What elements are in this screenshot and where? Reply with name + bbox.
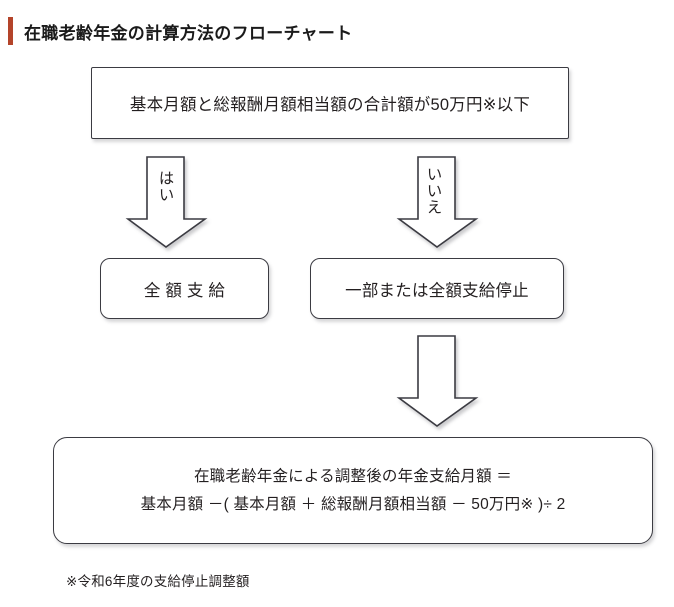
formula-line-1: 在職老齢年金による調整後の年金支給月額 ＝ <box>193 468 513 486</box>
title-accent-bar <box>8 17 13 45</box>
formula-line-2: 基本月額 －( 基本月額 ＋ 総報酬月額相当額 － 50万円※ )÷ 2 <box>140 495 566 513</box>
outcome-node-suspension: 一部または全額支給停止 <box>310 258 564 319</box>
page-title: 在職老齢年金の計算方法のフローチャート <box>24 23 353 43</box>
footnote-text: ※令和6年度の支給停止調整額 <box>66 574 250 589</box>
page-title-bar: 在職老齢年金の計算方法のフローチャート <box>0 14 674 48</box>
outcome-node-full-payment: 全 額 支 給 <box>100 258 269 319</box>
formula-node: 在職老齢年金による調整後の年金支給月額 ＝ 基本月額 －( 基本月額 ＋ 総報酬… <box>53 437 653 544</box>
arrow-label-no: いいえ <box>424 166 442 216</box>
condition-node: 基本月額と総報酬月額相当額の合計額が50万円※以下 <box>91 67 569 139</box>
arrow-result-icon <box>396 335 479 427</box>
arrow-label-yes: はい <box>156 170 174 203</box>
